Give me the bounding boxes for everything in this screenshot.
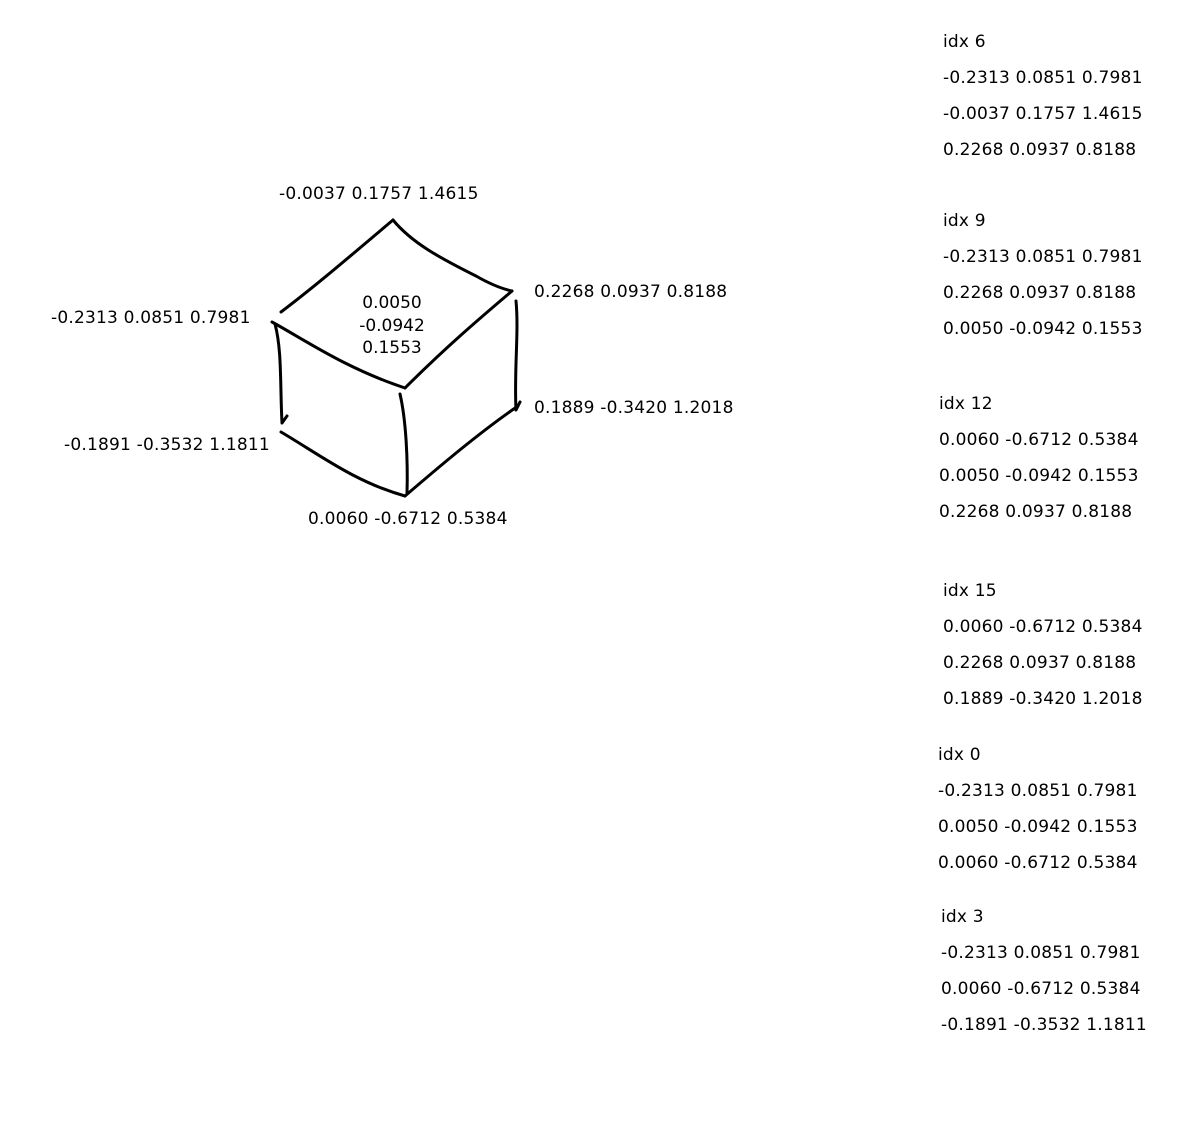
index-group-row: 0.0060 -0.6712 0.5384 [939,430,1139,450]
index-group-6: idx 6 -0.2313 0.0851 0.7981 -0.0037 0.17… [943,32,1143,176]
index-group-row: 0.2268 0.0937 0.8188 [943,283,1137,303]
index-group-row: 0.0060 -0.6712 0.5384 [938,853,1138,873]
edge-left-top-to-center [270,320,407,390]
index-group-row: 0.1889 -0.3420 1.2018 [943,689,1143,709]
vertex-label-right-bottom: 0.1889 -0.3420 1.2018 [534,398,734,418]
index-group-row: 0.0050 -0.0942 0.1553 [938,817,1138,837]
index-group-row: -0.0037 0.1757 1.4615 [943,104,1143,124]
edge-top-back-to-right-top [391,218,514,293]
vertex-label-right-top: 0.2268 0.0937 0.8188 [534,282,728,302]
edge-left-vertical [273,322,289,425]
center-coord-x: 0.0050 [362,293,422,313]
index-group-row: 0.0060 -0.6712 0.5384 [943,617,1143,637]
center-coord-z: 0.1553 [362,338,422,358]
index-group-row: -0.2313 0.0851 0.7981 [943,247,1143,267]
edge-center-vertical [398,392,409,496]
index-group-title: idx 9 [943,211,986,231]
vertex-label-center: 0.0050 -0.0942 0.1553 [347,292,437,360]
index-group-row: 0.2268 0.0937 0.8188 [943,653,1137,673]
index-group-row: 0.2268 0.0937 0.8188 [943,140,1137,160]
index-group-row: 0.0050 -0.0942 0.1553 [939,466,1139,486]
edge-left-top-to-top-back [279,218,395,314]
edge-right-top-to-center [403,289,514,390]
edge-left-bottom-to-bottom [279,430,407,498]
index-group-row: 0.0060 -0.6712 0.5384 [941,979,1141,999]
index-group-15: idx 15 0.0060 -0.6712 0.5384 0.2268 0.09… [943,581,1143,725]
index-group-title: idx 6 [943,32,986,52]
index-group-row: 0.2268 0.0937 0.8188 [939,502,1133,522]
index-group-row: -0.2313 0.0851 0.7981 [941,943,1141,963]
index-group-title: idx 3 [941,907,984,927]
index-group-title: idx 0 [938,745,981,765]
vertex-label-top-back: -0.0037 0.1757 1.4615 [279,184,479,204]
index-group-12: idx 12 0.0060 -0.6712 0.5384 0.0050 -0.0… [939,394,1139,538]
index-group-row: 0.0050 -0.0942 0.1553 [943,319,1143,339]
edge-right-vertical [514,299,522,412]
index-group-9: idx 9 -0.2313 0.0851 0.7981 0.2268 0.093… [943,211,1143,355]
index-group-row: -0.2313 0.0851 0.7981 [938,781,1138,801]
index-group-0: idx 0 -0.2313 0.0851 0.7981 0.0050 -0.09… [938,745,1138,889]
vertex-label-left-bottom: -0.1891 -0.3532 1.1811 [64,435,270,455]
index-group-row: -0.2313 0.0851 0.7981 [943,68,1143,88]
index-group-title: idx 15 [943,581,997,601]
index-group-3: idx 3 -0.2313 0.0851 0.7981 0.0060 -0.67… [941,907,1147,1051]
index-group-title: idx 12 [939,394,993,414]
vertex-label-left-top: -0.2313 0.0851 0.7981 [51,308,251,328]
vertex-label-bottom: 0.0060 -0.6712 0.5384 [308,509,508,529]
center-coord-y: -0.0942 [359,315,425,336]
edge-bottom-to-right-bottom [403,404,520,498]
index-group-row: -0.1891 -0.3532 1.1811 [941,1015,1147,1035]
